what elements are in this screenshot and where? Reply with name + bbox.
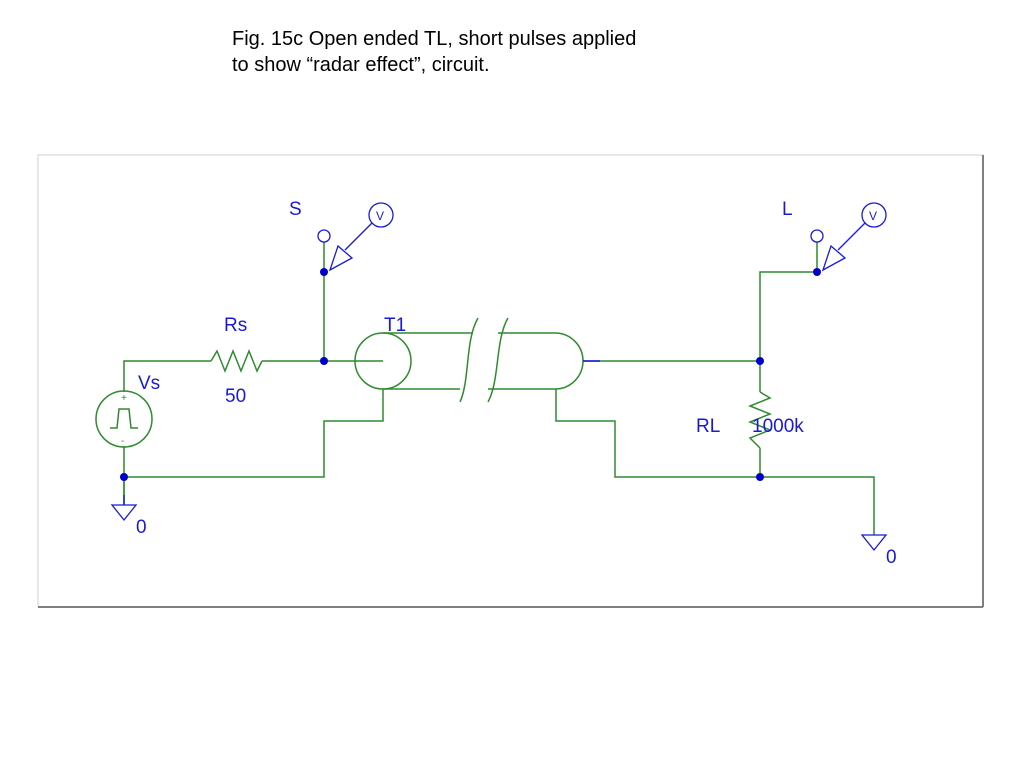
wire-vs-top — [123, 360, 211, 392]
pulse-source-icon — [95, 390, 153, 448]
figure-caption: Fig. 15c Open ended TL, short pulses app… — [232, 26, 792, 78]
wire-node-l-up — [759, 271, 817, 361]
junction-probe-s — [320, 268, 328, 276]
voltage-probe-s-icon — [317, 202, 394, 272]
label-source-name: Vs — [138, 373, 160, 394]
label-rs-value: 50 — [225, 386, 246, 407]
junction-ground-left — [120, 473, 128, 481]
junction-node-s — [320, 357, 328, 365]
caption-line-2: to show “radar effect”, circuit. — [232, 54, 490, 76]
resistor-rl-symbol — [747, 391, 773, 449]
wire-ground-left — [124, 392, 384, 478]
junction-rl-bottom — [756, 473, 764, 481]
label-rl-value: 1000k — [752, 416, 804, 437]
source-plus-sign: + — [121, 393, 127, 404]
label-ground-left: 0 — [136, 517, 147, 538]
junction-probe-l — [813, 268, 821, 276]
voltage-probe-l-icon — [810, 202, 887, 272]
schematic-frame — [37, 154, 984, 608]
probe-l-v-symbol: V — [869, 209, 877, 223]
label-rl-name: RL — [696, 416, 720, 437]
ground-left-icon — [110, 495, 138, 522]
caption-line-1: Fig. 15c Open ended TL, short pulses app… — [232, 28, 637, 50]
wire-ground-right — [555, 392, 875, 535]
probe-s-v-symbol: V — [376, 209, 384, 223]
label-rs-name: Rs — [224, 315, 247, 336]
label-probe-s: S — [289, 199, 302, 220]
source-minus-sign: - — [121, 436, 124, 447]
junction-node-l — [756, 357, 764, 365]
label-probe-l: L — [782, 199, 793, 220]
junction-dots — [120, 268, 821, 481]
ground-right-icon — [860, 534, 888, 552]
label-tline-name: T1 — [384, 315, 406, 336]
resistor-rs-symbol — [210, 348, 263, 374]
label-ground-right: 0 — [886, 547, 897, 568]
